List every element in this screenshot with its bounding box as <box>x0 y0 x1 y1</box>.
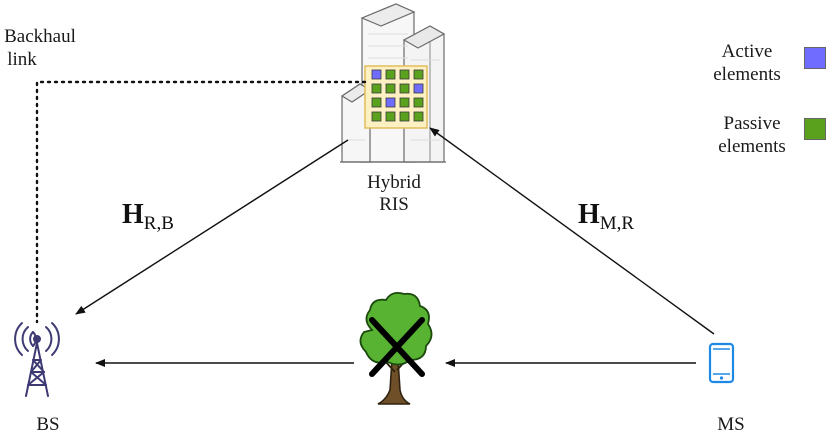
ris-element-grid <box>371 69 424 122</box>
legend-passive-line2: elements <box>718 136 786 157</box>
ris-passive-element <box>385 69 396 80</box>
ris-label-line1: Hybrid <box>367 172 421 193</box>
ris-label-line2: RIS <box>379 194 409 215</box>
blocked-path-cross-icon <box>369 317 425 377</box>
backhaul-link <box>35 80 367 324</box>
tree-icon <box>359 291 433 405</box>
arrow-ms-to-ris <box>429 127 715 335</box>
ris-passive-element <box>385 83 396 94</box>
legend-passive-swatch <box>804 118 826 140</box>
ris-passive-element <box>371 97 382 108</box>
legend-passive-line1: Passive <box>723 113 781 134</box>
backhaul-label-line1: Backhaul <box>4 26 76 47</box>
ris-passive-element <box>399 97 410 108</box>
ris-passive-element <box>399 83 410 94</box>
backhaul-label-line2: link <box>7 49 37 70</box>
antenna-tower-icon <box>14 322 60 397</box>
legend-active-line2: elements <box>713 64 781 85</box>
ris-passive-element <box>371 83 382 94</box>
ris-passive-element <box>413 69 424 80</box>
mobile-phone-icon <box>708 342 735 384</box>
building-tower-back-top <box>360 3 416 27</box>
bs-label: BS <box>36 414 60 435</box>
ris-passive-element <box>413 97 424 108</box>
ris-passive-element <box>399 111 410 122</box>
channel-symbol: H <box>122 199 144 230</box>
legend-active-swatch <box>804 47 826 69</box>
ris-active-element <box>385 97 396 108</box>
channel-subscript: R,B <box>143 213 174 234</box>
legend-active-line1: Active <box>721 41 773 62</box>
channel-subscript: M,R <box>599 213 635 234</box>
ris-passive-element <box>371 111 382 122</box>
ris-passive-element <box>385 111 396 122</box>
ris-active-element <box>371 69 382 80</box>
channel-label-h-mr: HM,R <box>578 200 634 239</box>
ris-passive-element <box>413 111 424 122</box>
ms-label: MS <box>717 414 745 435</box>
arrow-ris-to-bs <box>75 139 349 315</box>
channel-symbol: H <box>578 199 600 230</box>
ris-passive-element <box>399 69 410 80</box>
building-tower-right-top <box>402 25 446 49</box>
channel-label-h-rb: HR,B <box>122 200 174 239</box>
ris-active-element <box>413 83 424 94</box>
